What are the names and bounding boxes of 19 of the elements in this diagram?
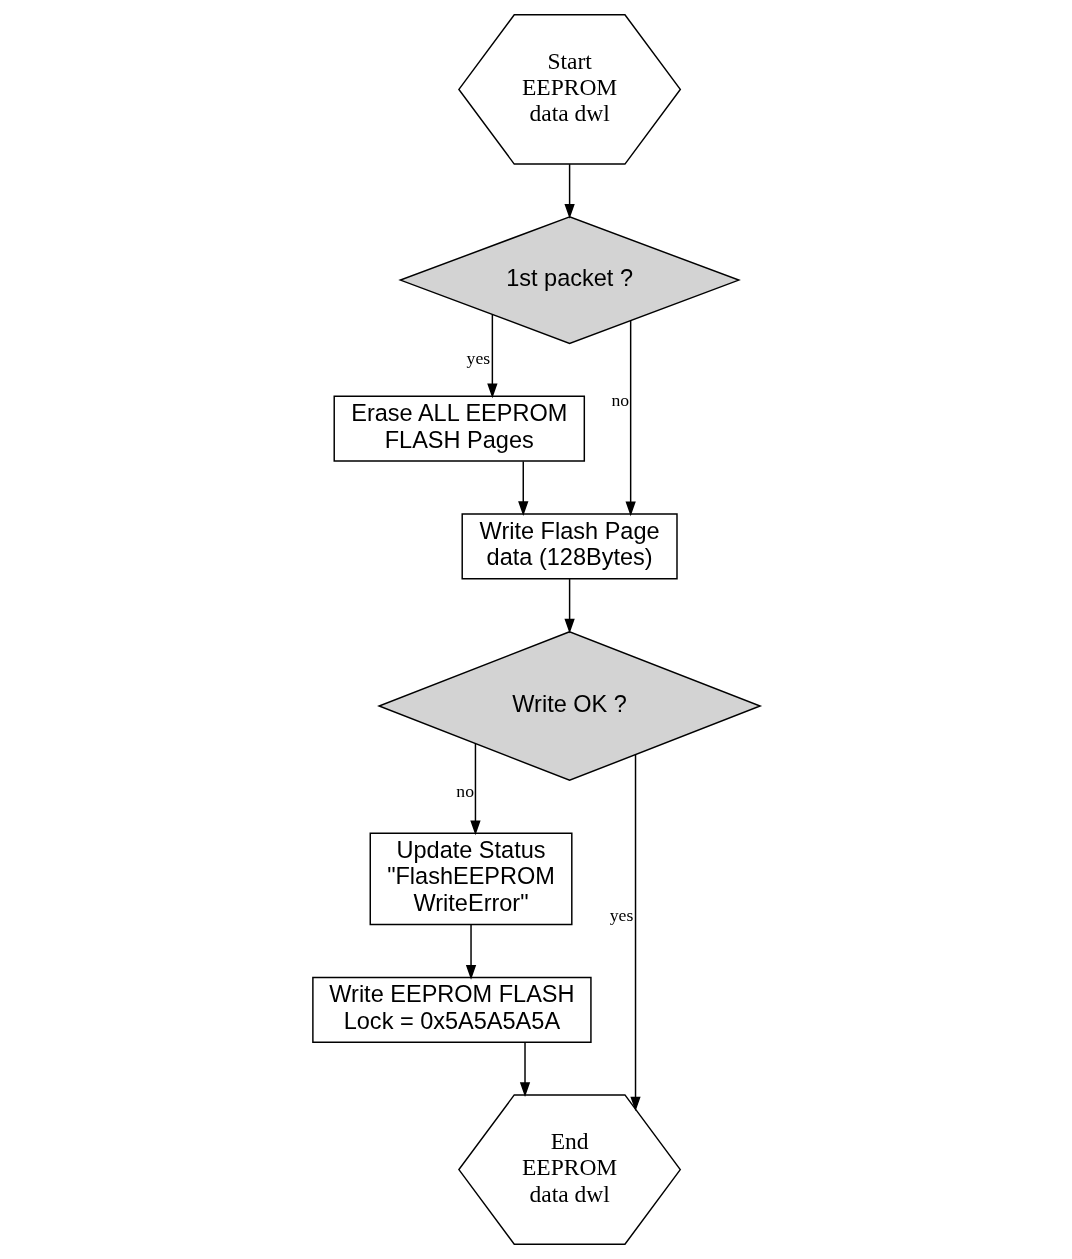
node-box: Erase ALL EEPROM FLASH Pages [333, 395, 585, 462]
arrow [469, 743, 481, 836]
arrow [465, 923, 476, 980]
edge-label: no [611, 390, 629, 411]
node-box: Write Flash Page data (128Bytes) [460, 513, 678, 580]
arrow [486, 313, 497, 399]
node-box: Update Status "FlashEEPROM WriteError" [369, 832, 573, 926]
edge-label: no [455, 780, 474, 801]
arrow [629, 754, 641, 1112]
arrow [625, 319, 636, 517]
node-diamond: 1st packet ? [397, 216, 741, 345]
arrow [563, 163, 575, 219]
node-diamond: Write OK ? [376, 630, 762, 782]
arrow [563, 578, 575, 634]
arrow [519, 1041, 530, 1097]
arrow [517, 460, 528, 516]
edge-label: yes [609, 905, 633, 926]
node-box: Write EEPROM FLASH Lock = 0x5A5A5A5A [311, 976, 592, 1043]
edge-label: yes [466, 347, 490, 368]
